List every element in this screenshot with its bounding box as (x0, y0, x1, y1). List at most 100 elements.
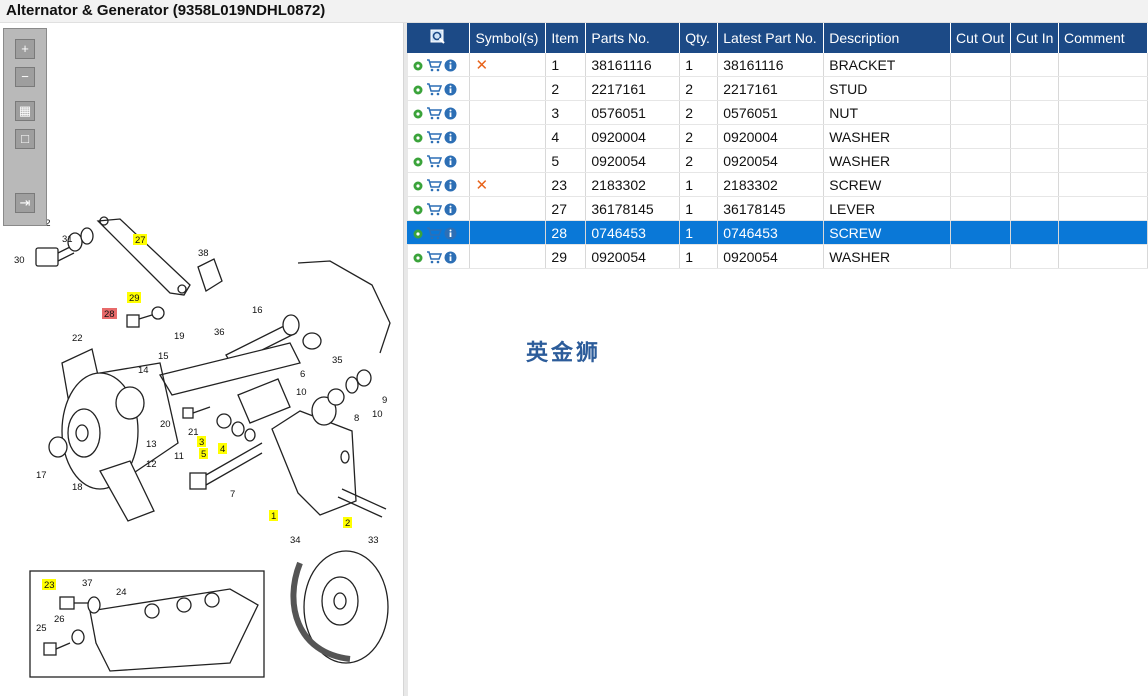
table-row[interactable]: ✕ 1 38161116 1 38161116 BRACKET (407, 53, 1148, 77)
cart-icon[interactable] (426, 203, 442, 216)
cart-icon[interactable] (426, 227, 442, 240)
cart-icon[interactable] (426, 155, 442, 168)
info-icon[interactable] (444, 203, 457, 216)
info-icon[interactable] (444, 83, 457, 96)
row-item: 27 (545, 196, 587, 221)
column-header-cut-in[interactable]: Cut In (1010, 23, 1059, 53)
column-header-symbols[interactable]: Symbol(s) (469, 23, 547, 53)
gear-icon[interactable] (412, 252, 424, 264)
info-icon[interactable] (444, 155, 457, 168)
row-cut-in (1010, 196, 1059, 221)
cart-icon[interactable] (426, 59, 442, 72)
table-row[interactable]: 29 0920054 1 0920054 WASHER (407, 244, 1148, 269)
callout-6[interactable]: 6 (300, 369, 305, 380)
callout-9[interactable]: 9 (382, 395, 387, 406)
callout-10a[interactable]: 10 (296, 387, 307, 398)
column-header-latest-part-no[interactable]: Latest Part No. (717, 23, 825, 53)
info-icon[interactable] (444, 131, 457, 144)
callout-3[interactable]: 3 (199, 437, 204, 448)
callout-23[interactable]: 23 (44, 580, 55, 591)
callout-33[interactable]: 33 (368, 535, 379, 546)
callout-7[interactable]: 7 (230, 489, 235, 500)
row-comment (1058, 172, 1148, 197)
row-item: 23 (545, 172, 587, 197)
callout-36[interactable]: 36 (214, 327, 225, 338)
callout-38[interactable]: 38 (198, 248, 209, 259)
fit-all-icon[interactable]: ▦ (15, 101, 35, 121)
callout-24[interactable]: 24 (116, 587, 127, 598)
callout-34[interactable]: 34 (290, 535, 301, 546)
gear-icon[interactable] (412, 108, 424, 120)
table-row[interactable]: ✕ 23 2183302 1 2183302 SCREW (407, 172, 1148, 197)
callout-30[interactable]: 30 (14, 255, 25, 266)
search-preview-icon[interactable] (430, 29, 446, 45)
table-row[interactable]: 5 0920054 2 0920054 WASHER (407, 148, 1148, 173)
column-header-actions[interactable] (407, 23, 471, 53)
callout-19[interactable]: 19 (174, 331, 185, 342)
gear-icon[interactable] (412, 132, 424, 144)
callout-18[interactable]: 18 (72, 482, 83, 493)
export-icon[interactable]: ⇥ (15, 193, 35, 213)
callout-17[interactable]: 17 (36, 470, 47, 481)
callout-14[interactable]: 14 (138, 365, 149, 376)
row-description: STUD (823, 76, 952, 101)
gear-icon[interactable] (412, 228, 424, 240)
zoom-in-icon[interactable]: + (15, 39, 35, 59)
callout-13[interactable]: 13 (146, 439, 157, 450)
table-row[interactable]: 27 36178145 1 36178145 LEVER (407, 196, 1148, 221)
info-icon[interactable] (444, 227, 457, 240)
callout-22[interactable]: 22 (72, 333, 83, 344)
callout-37[interactable]: 37 (82, 578, 93, 589)
callout-4[interactable]: 4 (220, 444, 225, 455)
fit-page-icon[interactable]: □ (15, 129, 35, 149)
callout-10b[interactable]: 10 (372, 409, 383, 420)
gear-icon[interactable] (412, 180, 424, 192)
gear-icon[interactable] (412, 60, 424, 72)
diagram-pane[interactable]: 30 32 31 38 16 36 35 22 19 15 14 6 10 8 … (0, 23, 403, 696)
row-cut-out (950, 53, 1012, 77)
parts-diagram[interactable]: 30 32 31 38 16 36 35 22 19 15 14 6 10 8 … (0, 23, 403, 696)
cart-icon[interactable] (426, 131, 442, 144)
table-row[interactable]: 28 0746453 1 0746453 SCREW (407, 220, 1148, 245)
column-header-comment[interactable]: Comment (1058, 23, 1148, 53)
info-icon[interactable] (444, 107, 457, 120)
callout-1[interactable]: 1 (271, 511, 276, 522)
callout-2[interactable]: 2 (345, 518, 350, 529)
info-icon[interactable] (444, 251, 457, 264)
pane-splitter[interactable] (403, 23, 408, 696)
info-icon[interactable] (444, 59, 457, 72)
table-row[interactable]: 3 0576051 2 0576051 NUT (407, 100, 1148, 125)
callout-8[interactable]: 8 (354, 413, 359, 424)
callout-12[interactable]: 12 (146, 459, 157, 470)
callout-11[interactable]: 11 (174, 451, 184, 462)
table-row[interactable]: 4 0920004 2 0920004 WASHER (407, 124, 1148, 149)
table-row[interactable]: 2 2217161 2 2217161 STUD (407, 76, 1148, 101)
callout-21[interactable]: 21 (188, 427, 199, 438)
gear-icon[interactable] (412, 156, 424, 168)
info-icon[interactable] (444, 179, 457, 192)
column-header-item[interactable]: Item (545, 23, 587, 53)
zoom-out-icon[interactable]: − (15, 67, 35, 87)
callout-20[interactable]: 20 (160, 419, 171, 430)
callout-26[interactable]: 26 (54, 614, 65, 625)
callout-29[interactable]: 29 (129, 293, 140, 304)
callout-28[interactable]: 28 (104, 309, 115, 320)
gear-icon[interactable] (412, 204, 424, 216)
column-header-description[interactable]: Description (823, 23, 952, 53)
column-header-parts-no[interactable]: Parts No. (585, 23, 681, 53)
callout-25[interactable]: 25 (36, 623, 47, 634)
column-header-cut-out[interactable]: Cut Out (950, 23, 1012, 53)
cart-icon[interactable] (426, 83, 442, 96)
cart-icon[interactable] (426, 107, 442, 120)
gear-icon[interactable] (412, 84, 424, 96)
callout-5[interactable]: 5 (201, 449, 206, 460)
callout-31[interactable]: 31 (62, 234, 73, 245)
callout-15[interactable]: 15 (158, 351, 169, 362)
cart-icon[interactable] (426, 251, 442, 264)
callout-35[interactable]: 35 (332, 355, 343, 366)
cart-icon[interactable] (426, 179, 442, 192)
row-item: 4 (545, 124, 587, 149)
column-header-qty[interactable]: Qty. (679, 23, 719, 53)
callout-27[interactable]: 27 (135, 235, 146, 246)
callout-16[interactable]: 16 (252, 305, 263, 316)
